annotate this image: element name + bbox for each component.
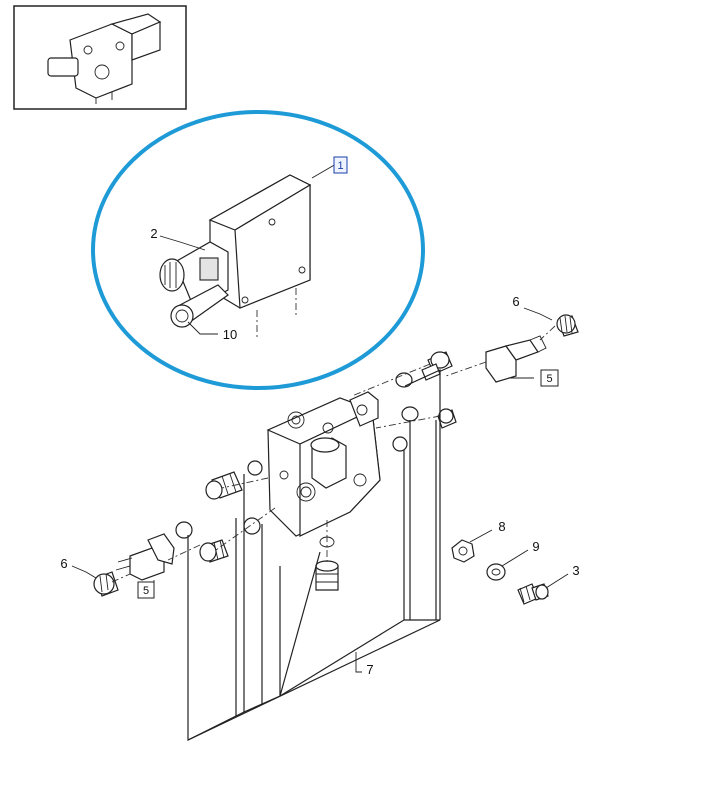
callout-5-left: 5: [143, 585, 149, 597]
left-plugs[interactable]: [175, 460, 263, 563]
solenoid-valve-subassembly[interactable]: [159, 174, 312, 340]
callout-10: 10: [223, 327, 237, 342]
left-cap[interactable]: [93, 571, 119, 597]
callout-5-right: 5: [546, 373, 552, 385]
callout-box-5-left: [137, 581, 155, 599]
callout-box-5-right: [540, 369, 559, 387]
callout-2: 2: [150, 226, 157, 241]
callout-6-right: 6: [512, 294, 519, 309]
bolt[interactable]: [517, 583, 549, 605]
callout-1: 1: [337, 160, 343, 172]
callout-7: 7: [366, 662, 373, 677]
callout-6-left: 6: [60, 556, 67, 571]
nut[interactable]: [451, 539, 475, 563]
thumbnail-overview[interactable]: [13, 5, 187, 110]
left-connector[interactable]: [115, 533, 175, 581]
callout-box-1: [333, 156, 348, 174]
callout-9: 9: [532, 539, 539, 554]
bottom-plug[interactable]: [315, 536, 339, 591]
washer[interactable]: [486, 563, 506, 581]
callout-8: 8: [498, 519, 505, 534]
main-valve-body[interactable]: [266, 391, 381, 537]
right-connector[interactable]: [485, 335, 547, 383]
seal-kit-bracket: [187, 369, 441, 741]
callout-3: 3: [572, 563, 579, 578]
highlight-ellipse: [91, 110, 425, 390]
assembly-center-lines: [111, 325, 556, 583]
upper-right-plugs[interactable]: [392, 351, 457, 452]
right-cap[interactable]: [556, 314, 579, 337]
thumbnail-valve-icon: [47, 13, 162, 104]
